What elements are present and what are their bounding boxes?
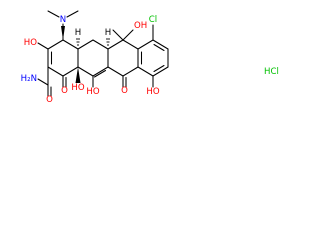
molecule-structure-diagram: N HO H₂N O O HO HO O HO OH Cl H H HCl	[21, 10, 279, 105]
atom-label-hydroxyl-c6: OH	[134, 21, 147, 31]
atom-label-hydroxyl-c10: HO	[146, 87, 159, 97]
bond-c9-c10	[152, 66, 169, 77]
bond-c6-c6a	[122, 39, 139, 50]
bond-c11-c11a	[107, 66, 124, 77]
bond-c10-c10a	[137, 66, 154, 77]
bond-c6-me	[112, 29, 124, 41]
bond-c4a-c5	[77, 39, 94, 50]
atom-labels: N HO H₂N O O HO HO O HO OH Cl H H	[21, 15, 160, 105]
atom-label-hydroxyl-c12a: HO	[71, 83, 84, 93]
bond-c10a-c11	[122, 66, 139, 77]
wedge-bond-c12a-oh	[75, 67, 81, 83]
atom-label-amide-oxygen: O	[46, 95, 53, 105]
atom-label-stereo-h-c4a: H	[75, 28, 81, 38]
bond-c3-c4	[47, 39, 64, 50]
bond-c6-oh	[122, 29, 134, 41]
bond-n-me2	[66, 10, 79, 18]
bond-c4-c4a	[62, 39, 79, 50]
bond-c9-c10-double	[153, 64, 165, 73]
bonds	[37, 10, 169, 97]
hash-bond-c5a-h	[106, 38, 110, 46]
bond-c12-c12a	[77, 66, 94, 77]
atom-label-stereo-h-c5a: H	[105, 28, 111, 38]
atom-label-ketone-oxygen-c1: O	[61, 86, 68, 96]
bond-c6a-c7	[137, 39, 154, 50]
atom-label-chlorine: Cl	[149, 15, 157, 25]
wedge-bond-c4-n	[61, 26, 65, 40]
atom-label-amide-nitrogen: H₂N	[21, 74, 37, 84]
bond-camide-n	[37, 78, 49, 86]
bond-c11a-c12	[92, 66, 109, 77]
bond-n-me1	[47, 10, 60, 18]
hash-bond-c4a-h	[76, 38, 80, 46]
atom-label-hydroxyl-c12: HO	[86, 87, 99, 97]
bond-c12a-c1	[62, 66, 79, 77]
bond-c11a-c12-double	[93, 69, 107, 78]
hydrochloride-label: HCl	[264, 67, 279, 77]
bond-c3-oh	[37, 42, 49, 50]
bond-c7-c8-double	[153, 43, 165, 52]
bond-c7-c8	[152, 39, 169, 50]
atom-label-hydroxyl-c3: HO	[24, 38, 37, 48]
bond-c5-c5a	[92, 39, 109, 50]
atom-label-n-dimethylamino: N	[60, 15, 66, 25]
atom-label-ketone-oxygen-c11: O	[121, 86, 128, 96]
bond-c5a-c6	[107, 39, 124, 50]
bond-c1-c2	[47, 66, 64, 77]
